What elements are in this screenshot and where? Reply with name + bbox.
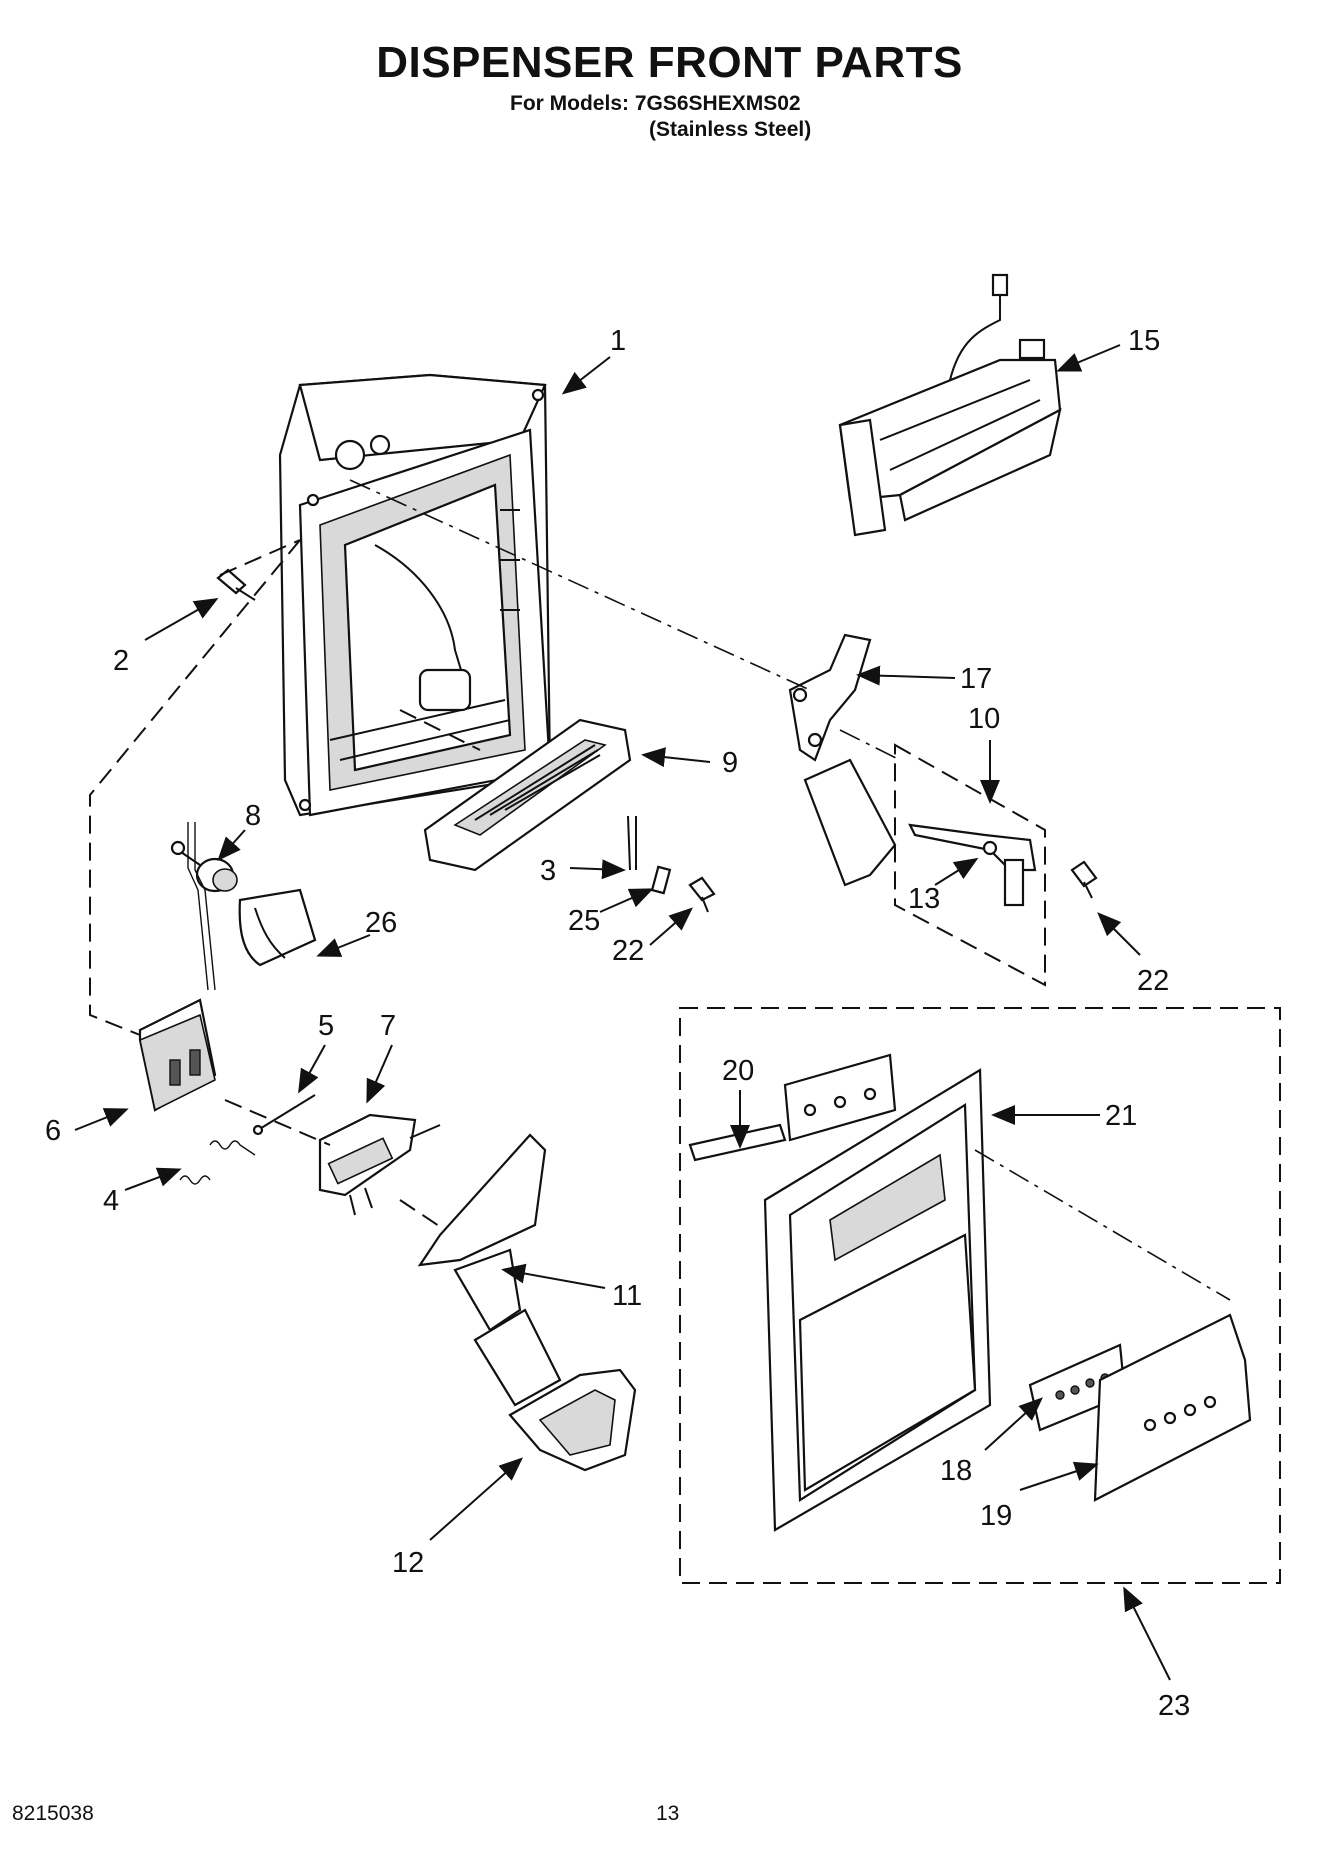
- callout-8: 8: [245, 800, 261, 832]
- part-19-overlay: [1093, 1313, 1252, 1502]
- callout-15: 15: [1128, 325, 1160, 357]
- part-10-switch-assembly: [894, 743, 1046, 987]
- callout-23: 23: [1158, 1690, 1190, 1722]
- callout-3: 3: [540, 855, 556, 887]
- part-22-screw-a: [688, 876, 716, 913]
- part-11-water-actuator: [417, 1133, 562, 1407]
- callout-5: 5: [318, 1010, 334, 1042]
- callout-21: 21: [1105, 1100, 1137, 1132]
- callout-25: 25: [568, 905, 600, 937]
- leader-arrows: [74, 344, 1171, 1681]
- callout-10: 10: [968, 703, 1000, 735]
- callout-17: 17: [960, 663, 992, 695]
- part-1-housing: [278, 373, 552, 817]
- callout-22a: 22: [612, 935, 644, 967]
- callout-19: 19: [980, 1500, 1012, 1532]
- part-6-module: [138, 822, 217, 1112]
- page-title: DISPENSER FRONT PARTS: [376, 38, 963, 87]
- part-21-front-panel: [763, 1068, 992, 1532]
- callout-20: 20: [722, 1055, 754, 1087]
- part-15-control-box: [838, 273, 1062, 537]
- part-8-solenoid: [170, 840, 238, 893]
- callout-1: 1: [610, 325, 626, 357]
- part-5-pin: [252, 1094, 316, 1136]
- callout-26: 26: [365, 907, 397, 939]
- model-info: For Models: 7GS6SHEXMS02 (Stainless Stee…: [510, 91, 811, 143]
- models-line: For Models: 7GS6SHEXMS02: [510, 92, 801, 115]
- part-7-bracket: [318, 1113, 441, 1216]
- callout-4: 4: [103, 1185, 119, 1217]
- part-22-screw-b: [1070, 860, 1098, 899]
- callout-18: 18: [940, 1455, 972, 1487]
- part-26-cover: [238, 888, 317, 967]
- part-23-assembly-box: [679, 1007, 1281, 1584]
- callout-2: 2: [113, 645, 129, 677]
- callout-13: 13: [908, 883, 940, 915]
- part-4-springs: [179, 1140, 256, 1185]
- callout-9: 9: [722, 747, 738, 779]
- callout-6: 6: [45, 1115, 61, 1147]
- callout-12: 12: [392, 1547, 424, 1579]
- part-25-clip: [650, 865, 672, 895]
- part-3-spring-clip: [627, 815, 637, 871]
- document-number: 8215038: [12, 1802, 94, 1825]
- leader-dashes: [89, 479, 1231, 1301]
- page-number: 13: [656, 1802, 680, 1825]
- callout-11: 11: [612, 1280, 642, 1312]
- finish-line: (Stainless Steel): [649, 118, 812, 141]
- part-12-cup: [508, 1368, 637, 1472]
- part-9-drip-grille: [423, 718, 632, 872]
- callout-labels: 1 2 3 4 5 6 7 8 9 10 11 12 13 15 17 18 1…: [45, 325, 1190, 1722]
- callout-22b: 22: [1137, 965, 1169, 997]
- callout-7: 7: [380, 1010, 396, 1042]
- part-17-ice-actuator: [788, 633, 897, 887]
